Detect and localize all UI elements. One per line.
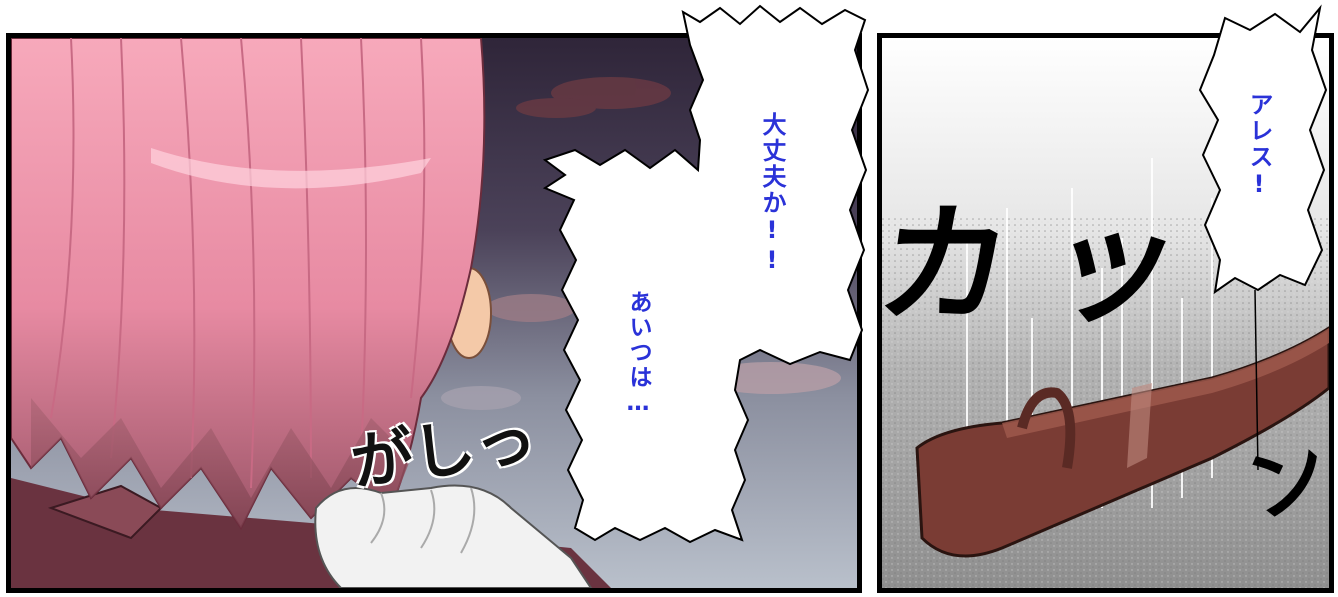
hair-strands [50, 38, 426, 489]
speech-text-aitsu-wa: あいつは… [625, 290, 651, 418]
fallen-hilt [915, 326, 1329, 558]
speech-text-daijoubu: 大丈夫か!! [758, 112, 786, 276]
speech-text-ares: アレス! [1245, 92, 1273, 200]
hair-shadow [31, 398, 411, 528]
left-panel [6, 33, 862, 593]
hair-highlight [151, 148, 431, 189]
sfx-kat: カッ [869, 189, 1231, 341]
left-panel-art [11, 38, 857, 588]
